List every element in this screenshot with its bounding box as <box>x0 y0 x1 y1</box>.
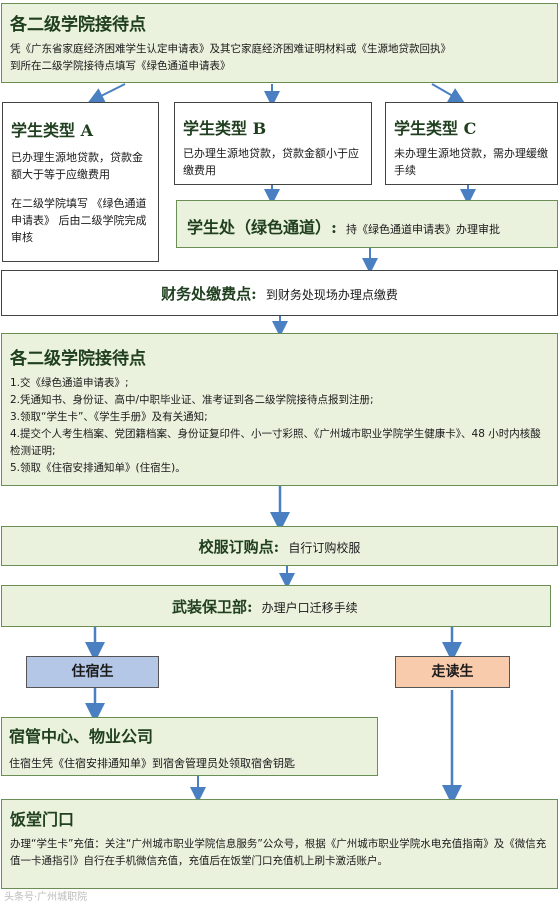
step2-item-1: 1.交《绿色通道申请表》; <box>10 377 129 389</box>
step2-item-4: 4.提交个人考生档案、党团籍档案、身份证复印件、小一寸彩照、《广州城市职业学院学… <box>10 428 541 457</box>
uniform-box: 校服订购点: 自行订购校服 <box>1 526 558 566</box>
canteen-text: 办理“学生卡”充值：关注“广州城市职业学院信息服务”公众号，根据《广州城市职业学… <box>10 838 547 867</box>
resident-badge: 住宿生 <box>26 656 159 688</box>
student-office-title: 学生处（绿色通道）: <box>187 218 337 237</box>
arrow-step1-to-a <box>87 83 126 103</box>
security-box: 武装保卫部: 办理户口迁移手续 <box>1 585 551 627</box>
type-b-title: 学生类型 B <box>183 119 267 138</box>
security-text: 办理户口迁移手续 <box>261 601 358 615</box>
type-a-note: 在二级学院填写 《绿色通道申请表》 后由二级学院完成审核 <box>11 197 147 244</box>
step2-box: 各二级学院接待点 1.交《绿色通道申请表》; 2.凭通知书、身份证、高中/中职毕… <box>1 333 558 486</box>
student-office-box: 学生处（绿色通道）: 持《绿色通道申请表》办理审批 <box>176 200 558 248</box>
step1-line2: 到所在二级学院接待点填写《绿色通道申请表》 <box>10 60 231 72</box>
type-a-desc: 已办理生源地贷款，贷款金额大于等于应缴费用 <box>11 151 143 181</box>
type-c-desc: 未办理生源地贷款，需办理缓缴手续 <box>394 147 548 177</box>
type-a-box: 学生类型 A 已办理生源地贷款，贷款金额大于等于应缴费用 在二级学院填写 《绿色… <box>2 102 159 262</box>
step1-box: 各二级学院接待点 凭《广东省家庭经济困难学生认定申请表》及其它家庭经济困难证明材… <box>1 3 558 83</box>
dorm-title: 宿管中心、物业公司 <box>9 727 154 746</box>
step1-line1: 凭《广东省家庭经济困难学生认定申请表》及其它家庭经济困难证明材料或《生源地贷款回… <box>10 43 451 55</box>
arrow-step1-to-c <box>431 83 465 103</box>
step2-item-3: 3.领取“学生卡”、《学生手册》及有关通知; <box>10 411 208 423</box>
step2-item-5: 5.领取《住宿安排通知单》(住宿生)。 <box>10 462 186 474</box>
watermark-logo: 头条号·广州城职院 <box>4 892 88 903</box>
uniform-text: 自行订购校服 <box>288 541 361 555</box>
step2-item-2: 2.凭通知书、身份证、高中/中职毕业证、准考证到各二级学院接待点报到注册; <box>10 394 374 406</box>
dorm-box: 宿管中心、物业公司 住宿生凭《住宿安排通知单》到宿舍管理员处领取宿舍钥匙 <box>1 717 378 776</box>
commuter-badge: 走读生 <box>395 656 510 688</box>
finance-title: 财务处缴费点: <box>161 285 257 303</box>
finance-box: 财务处缴费点: 到财务处现场办理点缴费 <box>1 270 558 316</box>
type-b-box: 学生类型 B 已办理生源地贷款，贷款金额小于应缴费用 <box>174 102 372 185</box>
security-title: 武装保卫部: <box>172 598 253 616</box>
dorm-text: 住宿生凭《住宿安排通知单》到宿舍管理员处领取宿舍钥匙 <box>9 757 295 770</box>
type-c-box: 学生类型 C 未办理生源地贷款，需办理缓缴手续 <box>385 102 558 185</box>
type-c-title: 学生类型 C <box>394 119 477 138</box>
step2-title: 各二级学院接待点 <box>10 349 146 369</box>
student-office-text: 持《绿色通道申请表》办理审批 <box>346 223 501 236</box>
uniform-title: 校服订购点: <box>198 538 280 556</box>
finance-text: 到财务处现场办理点缴费 <box>265 288 398 302</box>
type-b-desc: 已办理生源地贷款，贷款金额小于应缴费用 <box>183 147 359 177</box>
step1-title: 各二级学院接待点 <box>10 15 146 35</box>
canteen-box: 饭堂门口 办理“学生卡”充值：关注“广州城市职业学院信息服务”公众号，根据《广州… <box>1 799 558 889</box>
canteen-title: 饭堂门口 <box>10 810 75 829</box>
type-a-title: 学生类型 A <box>11 121 93 140</box>
